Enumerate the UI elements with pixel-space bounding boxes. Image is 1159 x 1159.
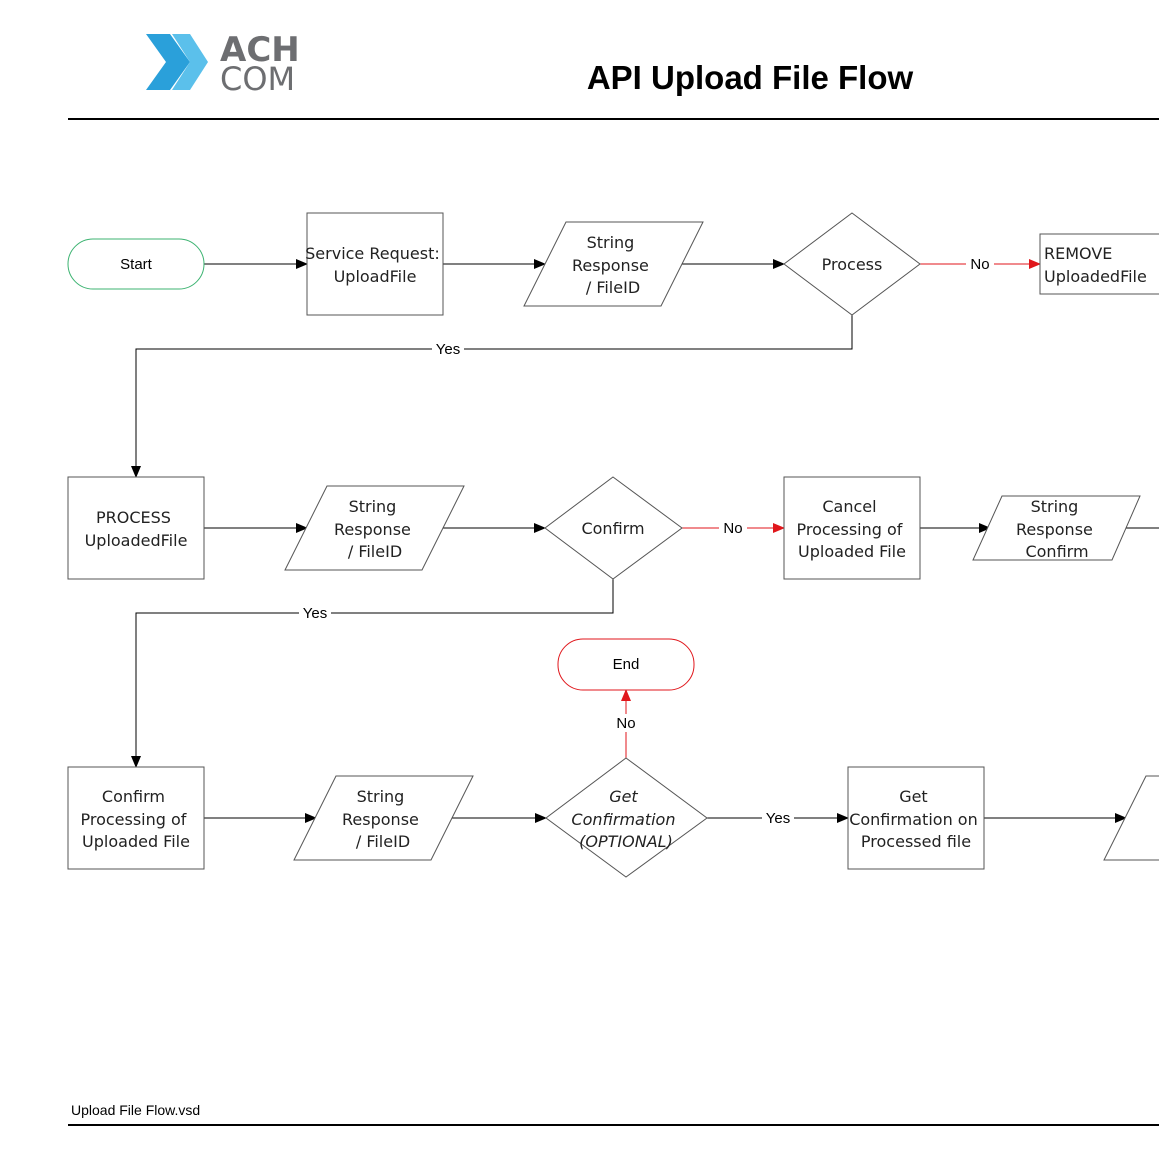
- service-request-line-2: UploadFile: [334, 267, 417, 286]
- get-confirmation-processed-line-1: Get: [899, 787, 928, 806]
- partial-parallelogram-node: [1103, 775, 1159, 861]
- service-request-line-1: Service Request:: [305, 244, 440, 263]
- confirm-processing-node: Confirm Processing of Uploaded File: [67, 766, 205, 870]
- cancel-processing-node: Cancel Processing of Uploaded File: [783, 476, 921, 580]
- edge-label-getconf-yes: Yes: [766, 810, 790, 827]
- logo-chevron-1: [146, 34, 190, 90]
- edge-label-confirm-no: No: [723, 520, 742, 537]
- svg-text:String Response /: String Response / FileID: [334, 497, 416, 561]
- cancel-processing-line-1: Cancel: [822, 497, 876, 516]
- string-response-3-line-2: Response: [342, 810, 419, 829]
- svg-text:String Response Co: String Response Confirm: [1016, 497, 1098, 561]
- svg-text:Confirm Processing of: Confirm Processing of Uploaded File: [80, 787, 191, 851]
- string-response-1-line-1: String: [587, 233, 635, 252]
- get-confirmation-processed-node: Get Confirmation on Processed file: [847, 766, 985, 870]
- page-title: API Upload File Flow: [587, 59, 914, 96]
- confirm-decision-node: Confirm: [544, 476, 683, 580]
- start-label: Start: [120, 256, 153, 273]
- edge-label-process-yes: Yes: [436, 341, 460, 358]
- achcom-logo: ACH COM: [146, 30, 300, 98]
- logo-text-ach: ACH: [220, 30, 300, 70]
- edge-labels: No Yes No Yes No Yes: [299, 255, 994, 827]
- get-confirmation-decision-line-1: Get: [609, 787, 638, 806]
- remove-uploaded-line-1: REMOVE: [1044, 244, 1112, 263]
- string-response-confirm-node: String Response Confirm: [972, 495, 1141, 561]
- edge-confirm-yes: [131, 579, 614, 768]
- confirm-processing-line-3: Uploaded File: [82, 832, 190, 851]
- process-decision-label: Process: [822, 255, 883, 274]
- confirm-processing-line-1: Confirm: [102, 787, 165, 806]
- remove-uploaded-node: REMOVE UploadedFile: [1039, 233, 1159, 295]
- process-decision-node: Process: [783, 212, 921, 316]
- svg-text:Get Confirmation (: Get Confirmation (OPTIONAL): [571, 787, 680, 851]
- string-response-1-line-3: / FileID: [586, 278, 640, 297]
- process-uploaded-line-2: UploadedFile: [85, 531, 188, 550]
- get-confirmation-processed-line-3: Processed file: [861, 832, 971, 851]
- get-confirmation-decision-node: Get Confirmation (OPTIONAL): [545, 757, 708, 878]
- string-response-3-node: String Response / FileID: [293, 775, 474, 861]
- string-response-3-line-1: String: [357, 787, 405, 806]
- string-response-confirm-line-3: Confirm: [1025, 542, 1088, 561]
- string-response-confirm-line-2: Response: [1016, 520, 1093, 539]
- service-request-node: Service Request: UploadFile: [305, 212, 445, 316]
- get-confirmation-decision-line-3: (OPTIONAL): [579, 832, 673, 851]
- svg-text:Service Request: UploadF: Service Request: UploadFile: [305, 244, 445, 286]
- string-response-2-line-3: / FileID: [348, 542, 402, 561]
- logo-text-com: COM: [220, 60, 295, 98]
- end-node: End: [557, 638, 695, 691]
- remove-uploaded-line-2: UploadedFile: [1044, 267, 1147, 286]
- edge-label-getconf-no: No: [616, 715, 635, 732]
- edge-label-confirm-yes: Yes: [303, 605, 327, 622]
- string-response-confirm-line-1: String: [1031, 497, 1079, 516]
- process-uploaded-node: PROCESS UploadedFile: [67, 476, 205, 580]
- svg-text:Cancel Processing of: Cancel Processing of Uploaded File: [796, 497, 907, 561]
- get-confirmation-decision-line-2: Confirmation: [571, 810, 675, 829]
- cancel-processing-line-2: Processing of: [796, 520, 902, 539]
- edge-label-process-no: No: [970, 256, 989, 273]
- get-confirmation-processed-line-2: Confirmation on: [849, 810, 978, 829]
- string-response-2-node: String Response / FileID: [284, 485, 465, 571]
- edge-process-yes: [131, 315, 853, 478]
- svg-text:PROCESS UploadedFile: PROCESS UploadedFile: [85, 508, 188, 550]
- svg-text:REMOVE UploadedFile: REMOVE UploadedFile: [1044, 244, 1147, 286]
- logo-chevron-2: [172, 34, 208, 90]
- string-response-2-line-1: String: [349, 497, 397, 516]
- footer-filename: Upload File Flow.vsd: [71, 1102, 200, 1118]
- confirm-decision-label: Confirm: [581, 519, 644, 538]
- end-label: End: [613, 656, 640, 673]
- svg-text:String Response /: String Response / FileID: [572, 233, 654, 297]
- string-response-2-line-2: Response: [334, 520, 411, 539]
- string-response-1-line-2: Response: [572, 256, 649, 275]
- cancel-processing-line-3: Uploaded File: [798, 542, 906, 561]
- svg-text:String Response /: String Response / FileID: [342, 787, 424, 851]
- string-response-3-line-3: / FileID: [356, 832, 410, 851]
- string-response-1-node: String Response / FileID: [523, 221, 704, 307]
- svg-text:Get Confirmation on: Get Confirmation on Processed file: [849, 787, 983, 851]
- start-node: Start: [67, 238, 205, 290]
- confirm-processing-line-2: Processing of: [80, 810, 186, 829]
- process-uploaded-line-1: PROCESS: [96, 508, 171, 527]
